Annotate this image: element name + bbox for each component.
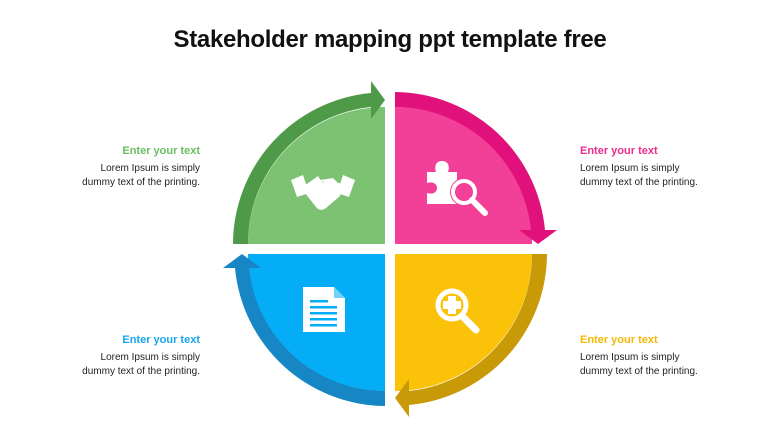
- arrow-band-bottom-left: [223, 254, 385, 406]
- callout-top-right: Enter your text Lorem Ipsum is simply du…: [580, 145, 740, 190]
- callout-body: Lorem Ipsum is simply dummy text of the …: [580, 162, 740, 190]
- callout-body: Lorem Ipsum is simply dummy text of the …: [40, 162, 200, 190]
- document-icon: [303, 287, 345, 332]
- arrow-band-top-right: [395, 92, 557, 244]
- callout-line: dummy text of the printing.: [580, 366, 698, 377]
- callout-top-left: Enter your text Lorem Ipsum is simply du…: [40, 145, 200, 190]
- callout-line: Lorem Ipsum is simply: [580, 352, 680, 363]
- callout-body: Lorem Ipsum is simply dummy text of the …: [580, 351, 740, 379]
- puzzle-search-icon: [427, 161, 488, 216]
- arrow-band-bottom-right: [395, 254, 547, 417]
- callout-line: Lorem Ipsum is simply: [100, 163, 200, 174]
- page-title: Stakeholder mapping ppt template free: [173, 26, 607, 53]
- callout-line: dummy text of the printing.: [580, 177, 698, 188]
- callout-heading: Enter your text: [122, 145, 200, 157]
- quadrant-top-left: [248, 107, 385, 244]
- quadrant-bottom-right: [395, 254, 532, 391]
- callout-heading: Enter your text: [580, 334, 658, 346]
- handshake-icon: [291, 174, 355, 210]
- callout-heading: Enter your text: [122, 334, 200, 346]
- callout-line: Lorem Ipsum is simply: [580, 163, 680, 174]
- callout-line: Lorem Ipsum is simply: [100, 352, 200, 363]
- callout-bottom-right: Enter your text Lorem Ipsum is simply du…: [580, 334, 740, 379]
- quadrant-top-right: [395, 107, 532, 244]
- callout-bottom-left: Enter your text Lorem Ipsum is simply du…: [40, 334, 200, 379]
- callout-heading: Enter your text: [580, 145, 658, 157]
- arrow-band-top-left: [233, 81, 385, 244]
- zoom-in-icon: [435, 288, 480, 334]
- callout-body: Lorem Ipsum is simply dummy text of the …: [40, 351, 200, 379]
- callout-line: dummy text of the printing.: [82, 366, 200, 377]
- callout-line: dummy text of the printing.: [82, 177, 200, 188]
